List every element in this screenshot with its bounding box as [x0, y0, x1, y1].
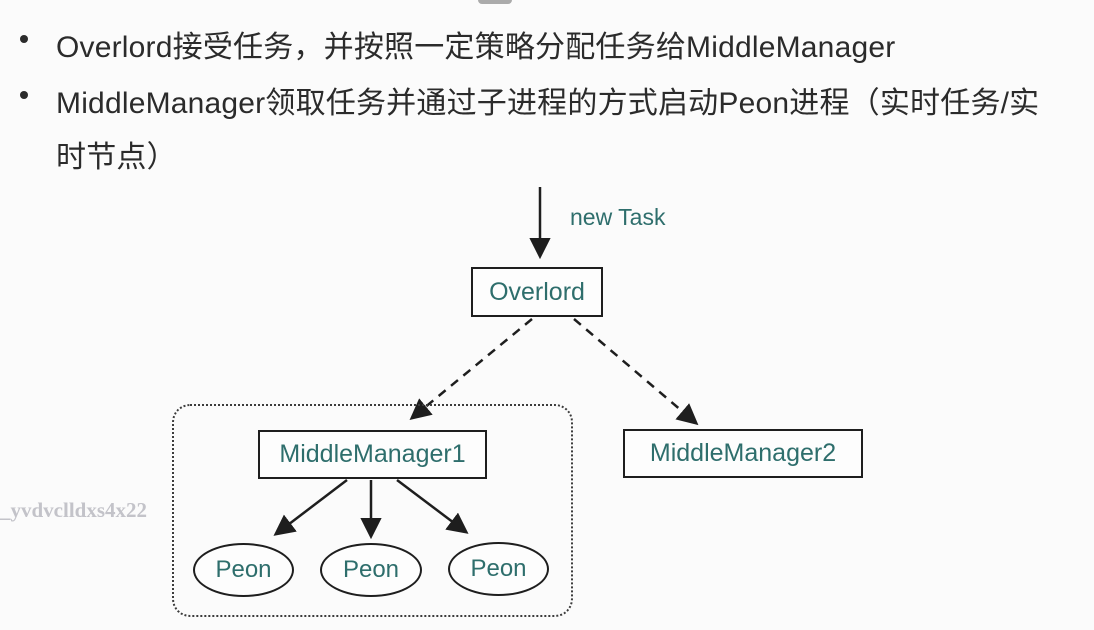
- bullet-icon: [20, 91, 28, 99]
- top-edge-artifact: [478, 0, 512, 4]
- bullet-item-2-line-1: MiddleManager领取任务并通过子进程的方式启动Peon进程（实时任务/…: [56, 87, 1040, 120]
- middlemanager1-node: MiddleManager1: [258, 430, 487, 479]
- peon-label: Peon: [342, 556, 400, 583]
- middlemanager1-label: MiddleManager1: [279, 440, 466, 468]
- peon-label: Peon: [215, 556, 272, 583]
- peon-node-2: Peon: [320, 543, 422, 597]
- middlemanager2-label: MiddleManager2: [649, 439, 837, 467]
- bullet-item-1: Overlord接受任务，并按照一定策略分配任务给MiddleManager: [56, 31, 896, 64]
- bullet-icon: [20, 35, 28, 43]
- overlord-label: Overlord: [489, 277, 585, 306]
- middlemanager2-node: MiddleManager2: [623, 429, 863, 478]
- new-task-label: new Task: [570, 204, 666, 230]
- peon-node-3: Peon: [448, 542, 549, 596]
- peon-label: Peon: [470, 555, 527, 582]
- overlord-node: Overlord: [471, 267, 603, 317]
- middlemanager1-group-outline: [172, 404, 573, 617]
- watermark-text: _yvdvclldxs4x22: [0, 498, 148, 522]
- bullet-item-2-line-2: 时节点）: [56, 141, 177, 174]
- peon-node-1: Peon: [193, 543, 294, 597]
- arrow-overlord-to-mm2: [573, 318, 699, 426]
